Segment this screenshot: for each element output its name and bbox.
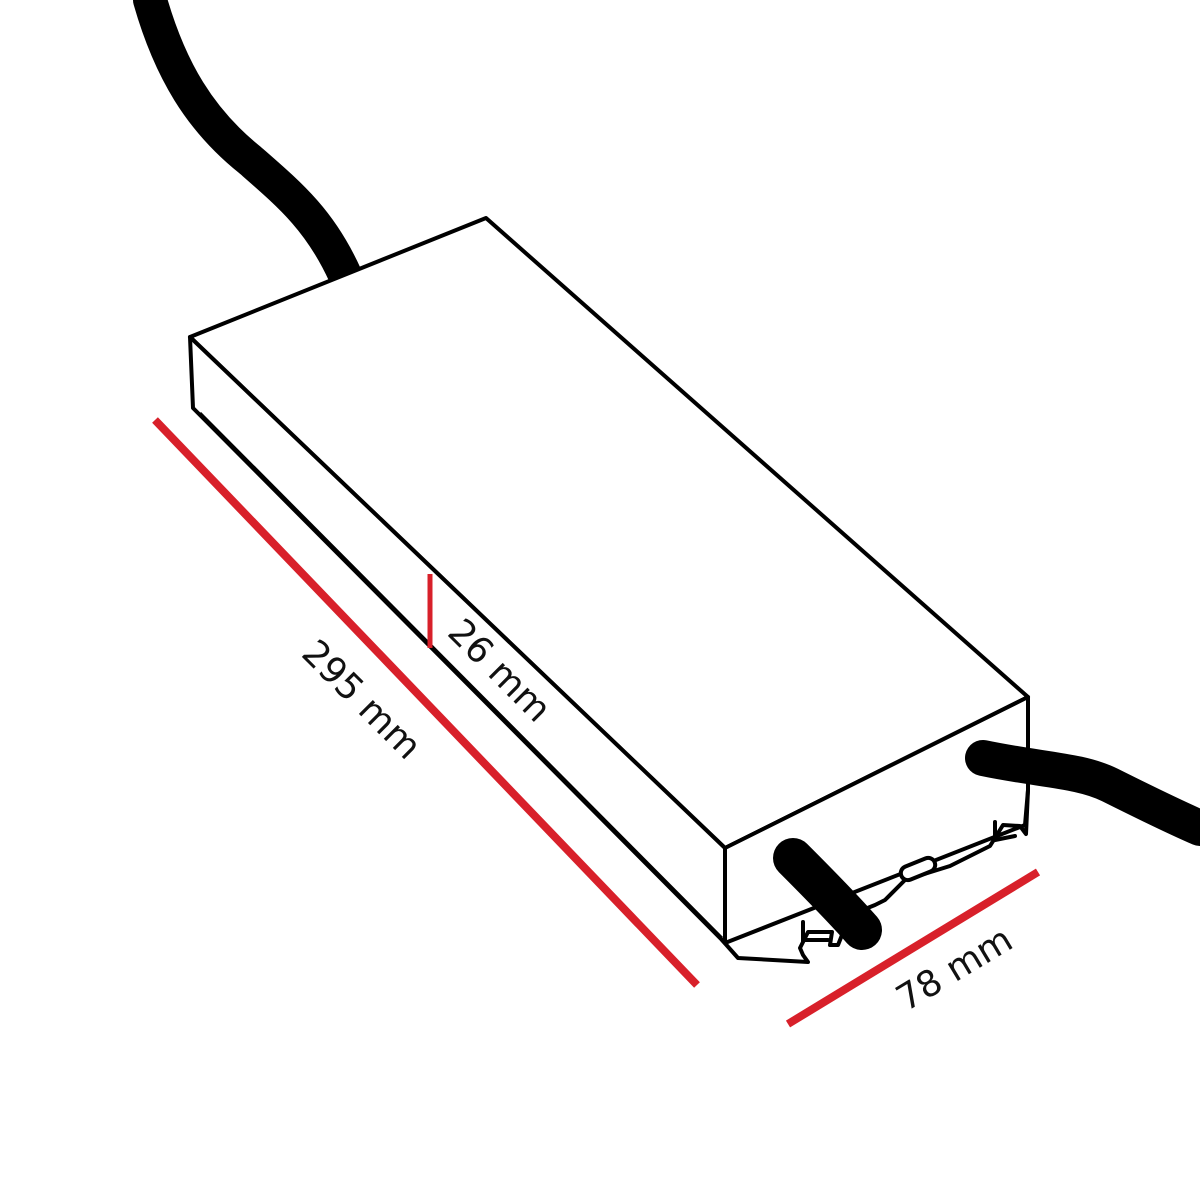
- output-cable-right: [965, 740, 1200, 846]
- width-dimension-line: [785, 868, 1041, 1028]
- mounting-slot-right: [993, 820, 1017, 843]
- width-label: 78 mm: [890, 919, 1020, 1020]
- housing-side-edge: [198, 411, 724, 940]
- output-cable-stub: [773, 838, 882, 950]
- center-slot: [898, 855, 938, 883]
- length-dimension-line: [152, 417, 700, 988]
- length-label: 295 mm: [294, 632, 429, 767]
- input-cable: [133, 0, 362, 292]
- mounting-slot-left: [801, 920, 830, 942]
